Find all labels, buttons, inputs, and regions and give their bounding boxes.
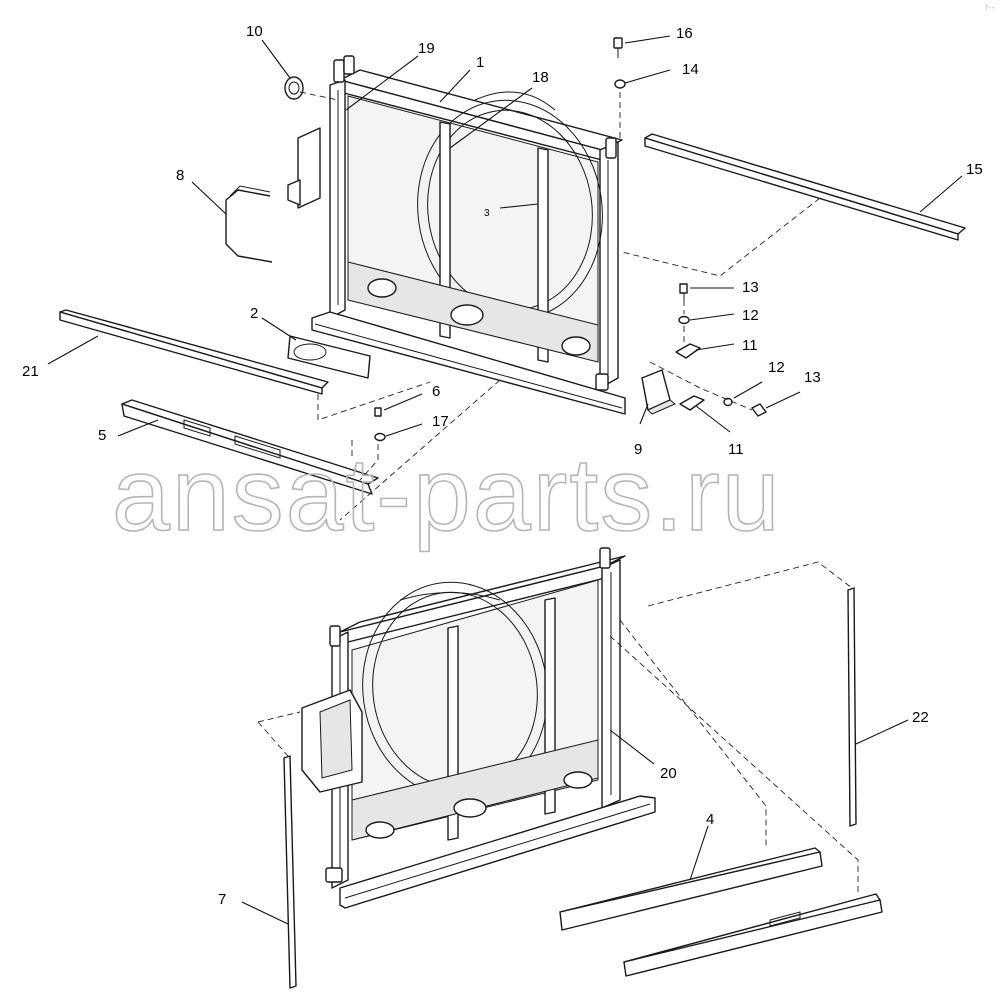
callout-5: 5 — [98, 427, 106, 444]
lower-flat-bar — [623, 893, 883, 977]
part-13-bolt-b — [751, 403, 767, 417]
part-10-cap — [284, 76, 304, 100]
callout-16: 16 — [676, 25, 693, 42]
callout-9: 9 — [634, 441, 642, 458]
part-9-bracket — [641, 369, 676, 415]
callout-1: 1 — [476, 54, 484, 71]
callout-13-upper: 13 — [742, 279, 759, 296]
callout-20: 20 — [660, 765, 677, 782]
callout-6: 6 — [432, 383, 440, 400]
callout-11-lower: 11 — [728, 441, 744, 458]
part-12-washer-b — [723, 397, 733, 407]
part-15-rail — [644, 133, 966, 241]
part-21-strip — [59, 309, 329, 395]
watermark-text: ansat-parts.ru — [112, 437, 782, 553]
leader-lines — [47, 35, 963, 925]
alignment-lines — [257, 91, 859, 896]
part-2-plate — [287, 335, 371, 379]
part-4-angle-bar — [559, 847, 823, 931]
callout-14: 14 — [682, 61, 699, 78]
callout-19: 19 — [418, 40, 435, 57]
part-16-bolt — [613, 37, 623, 58]
part-8-handle — [225, 185, 273, 263]
corner-mark: r-- — [985, 3, 995, 13]
lower-radiator-frame — [301, 547, 656, 909]
callout-labels: 10 19 1 18 16 14 15 8 3 13 12 11 12 13 1… — [22, 23, 983, 908]
part-12-washer-a — [678, 315, 690, 325]
callout-3: 3 — [484, 208, 490, 219]
part-11-clip-a — [675, 343, 701, 359]
callout-15: 15 — [966, 161, 983, 178]
part-6-bolt — [374, 407, 382, 417]
callout-13-lower: 13 — [804, 369, 821, 386]
part-11-clip-b — [679, 395, 705, 411]
part-14-washer — [614, 79, 626, 89]
part-17-washer — [374, 432, 386, 442]
callout-10: 10 — [246, 23, 263, 40]
callout-2: 2 — [250, 305, 258, 322]
callout-7: 7 — [218, 891, 226, 908]
part-22-strip — [847, 587, 857, 827]
part-5-angle-bar — [121, 399, 379, 495]
callout-17: 17 — [432, 413, 449, 430]
callout-22: 22 — [912, 709, 929, 726]
callout-21: 21 — [22, 363, 39, 380]
callout-8: 8 — [176, 167, 184, 184]
part-13-bolt-a — [679, 283, 688, 300]
callout-11-upper: 11 — [742, 337, 758, 354]
callout-12-lower: 12 — [768, 359, 785, 376]
callout-4: 4 — [706, 811, 714, 828]
part-7-strip — [283, 755, 297, 989]
upper-radiator-frame — [287, 55, 626, 415]
callout-12-upper: 12 — [742, 307, 759, 324]
callout-18: 18 — [532, 69, 549, 86]
